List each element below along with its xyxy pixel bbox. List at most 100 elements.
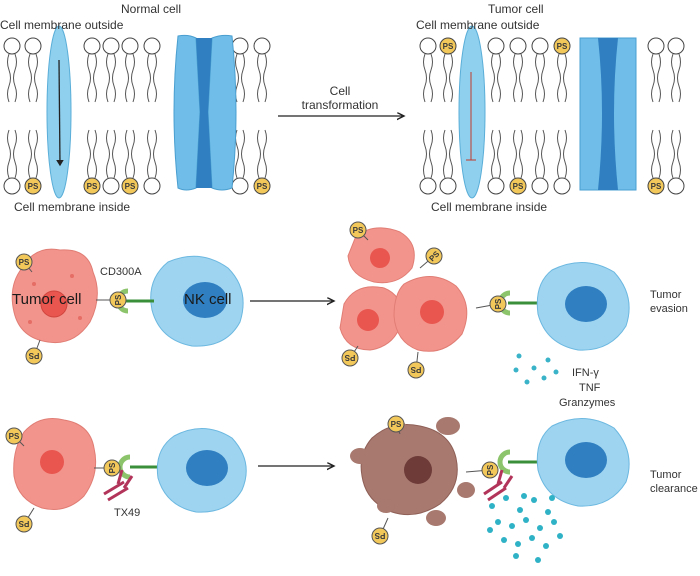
evasion-label-1: Tumor — [650, 289, 682, 301]
cytokine-dot — [531, 497, 537, 503]
ps-marker — [425, 247, 443, 265]
lipid-tail — [28, 129, 32, 179]
lipid-tail — [147, 53, 151, 103]
lipid-tail — [657, 53, 661, 103]
inward-arrow — [56, 59, 64, 167]
lipid-tail — [34, 129, 38, 179]
lipid-head — [143, 177, 161, 195]
lipid-tail — [7, 129, 11, 179]
inside-label-right: Cell membrane inside — [431, 200, 547, 214]
ps-label: PS — [28, 351, 39, 360]
ps-marker — [387, 415, 405, 433]
cytokine-dot — [503, 495, 509, 501]
ps-label: PS — [486, 464, 495, 475]
protein-channel-tumor — [579, 37, 637, 191]
outside-label-left: Cell membrane outside — [0, 18, 124, 32]
cytokine-dot — [543, 543, 549, 549]
lipid-tail — [87, 53, 91, 103]
lipid-head — [439, 177, 457, 195]
ps-label: PS — [557, 42, 568, 51]
clearance-label-2: clearance — [650, 483, 698, 495]
cytokine-dot — [529, 535, 535, 541]
lipid-head — [3, 177, 21, 195]
nk-cell-label: NK cell — [184, 291, 232, 308]
ps-marker — [5, 427, 23, 445]
lipid-tail — [153, 129, 157, 179]
lipid-head — [231, 37, 249, 55]
lipid-tail — [13, 129, 17, 179]
tumor-cell-middle — [11, 248, 98, 344]
ps-marker — [489, 295, 507, 313]
cytokine-dots-small — [513, 353, 559, 385]
lipid-head — [3, 37, 21, 55]
lipid-tail — [112, 129, 116, 179]
lipid-head — [102, 177, 120, 195]
lipid-tail — [153, 53, 157, 103]
lipid-tail — [93, 129, 97, 179]
ps-lipid-head — [253, 177, 271, 195]
lipid-tail — [449, 53, 453, 103]
lipid-head — [553, 177, 571, 195]
scramblase-channel-tumor — [458, 25, 486, 199]
ps-label: PS — [125, 182, 136, 191]
lipid-tail — [423, 129, 427, 179]
lipid-tail — [449, 129, 453, 179]
lipid-tail — [125, 53, 129, 103]
lipid-tail — [263, 53, 267, 103]
lipid-head — [253, 37, 271, 55]
cytokine-dot — [487, 527, 493, 533]
lipid-head — [647, 37, 665, 55]
lipid-tail — [513, 129, 517, 179]
cytokine-dot — [521, 493, 527, 499]
lipid-tail — [491, 53, 495, 103]
ps-marker — [15, 253, 33, 271]
ps-label: PS — [257, 182, 268, 191]
ps-label: PS — [19, 258, 30, 267]
ps-label: PS — [9, 432, 20, 441]
cytokine-dot — [489, 503, 495, 509]
evasion-label-2: evasion — [650, 303, 688, 315]
ps-label: PS — [87, 182, 98, 191]
tumor-cell-bottom — [13, 418, 97, 510]
lipid-head — [487, 37, 505, 55]
lipid-tail — [131, 53, 135, 103]
transformation-label-1: Cell — [330, 84, 351, 98]
lipid-tail — [241, 53, 245, 103]
lipid-tail — [34, 53, 38, 103]
lipid-tail — [671, 129, 675, 179]
nk-cell-middle — [150, 255, 244, 347]
cytokine-tnf: TNF — [579, 382, 601, 394]
tumor-cell-title: Tumor cell — [488, 2, 544, 16]
ps-marker — [407, 361, 425, 379]
ps-marker — [481, 461, 499, 479]
lipid-head — [509, 37, 527, 55]
lipid-tail — [535, 53, 539, 103]
lipid-head — [102, 37, 120, 55]
ps-lipid-head — [121, 177, 139, 195]
lipid-head — [531, 37, 549, 55]
lipid-head — [667, 37, 685, 55]
ps-lipid-head — [439, 37, 457, 55]
lipid-tail — [513, 53, 517, 103]
lipid-tail — [106, 53, 110, 103]
lipid-head — [487, 177, 505, 195]
cytokine-dot — [535, 557, 541, 563]
ps-marker — [25, 347, 43, 365]
lipid-tail — [651, 129, 655, 179]
lipid-head — [531, 177, 549, 195]
lipid-tail — [7, 53, 11, 103]
lipid-head — [231, 177, 249, 195]
inside-label-left: Cell membrane inside — [14, 200, 130, 214]
nk-cell-evasion — [536, 261, 630, 351]
cytokine-dot — [557, 533, 563, 539]
lipid-tail — [491, 129, 495, 179]
lipid-head — [143, 37, 161, 55]
ps-label: PS — [28, 182, 39, 191]
lipid-tail — [429, 53, 433, 103]
cytokine-dots-large — [487, 493, 563, 563]
lipid-tail — [541, 53, 545, 103]
cytokine-dot — [495, 519, 501, 525]
outside-label-right: Cell membrane outside — [416, 18, 540, 32]
tumor-cell-label: Tumor cell — [12, 291, 81, 308]
